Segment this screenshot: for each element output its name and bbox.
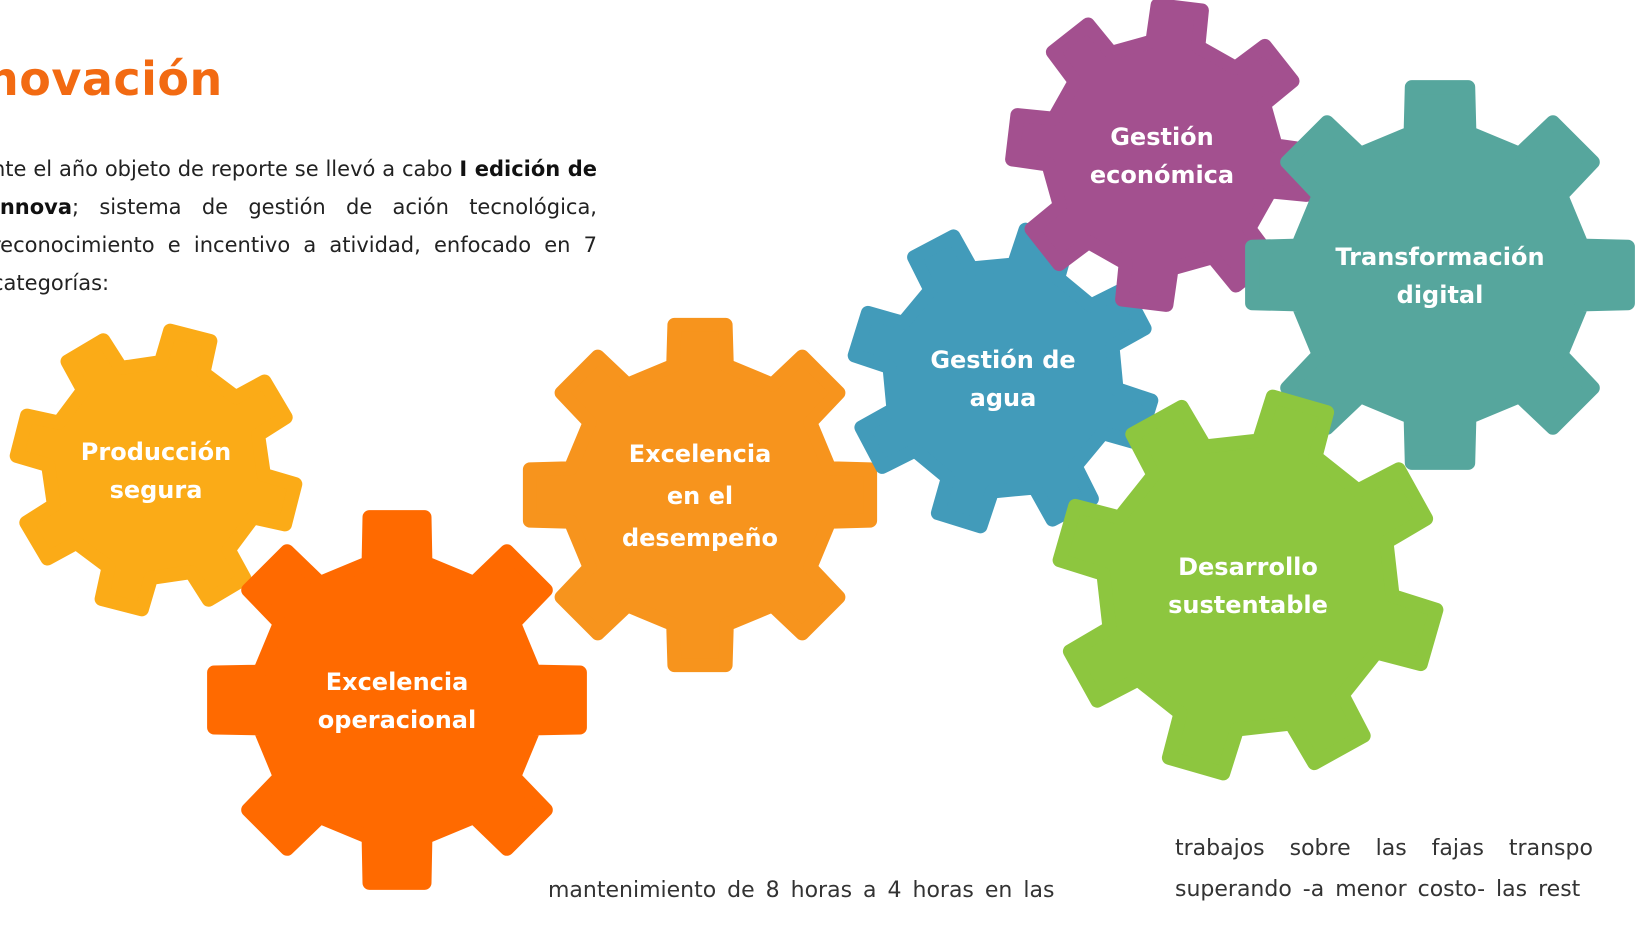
bottom-text-middle: mantenimiento de 8 horas a 4 horas en la…: [548, 878, 1055, 903]
gear-label-line: sustentable: [1168, 591, 1328, 619]
gear-produccion-segura: Producción segura: [9, 323, 303, 617]
gear-label-line: digital: [1397, 281, 1484, 309]
section-title: novación: [0, 52, 223, 106]
gear-label-line: Gestión de: [930, 346, 1075, 374]
gear-shape: [1052, 389, 1444, 781]
gear-desarrollo-sustentable: Desarrollo sustentable: [1052, 389, 1444, 781]
gear-label-line: desempeño: [622, 524, 778, 552]
gear-shape: [522, 317, 878, 673]
gear-label-line: Producción: [81, 438, 231, 466]
gear-gestion-agua: Gestión de agua: [847, 222, 1159, 534]
gear-shape: [847, 222, 1159, 534]
gear-label-line: segura: [110, 476, 203, 504]
gear-label-line: Gestión: [1110, 123, 1214, 151]
gear-label-line: en el: [667, 482, 733, 510]
gear-shape: [9, 323, 303, 617]
intro-paragraph: nte el año objeto de reporte se llevó a …: [0, 150, 597, 302]
gear-excelencia-desempeno: Excelencia en el desempeño: [522, 317, 878, 673]
gear-label-line: Desarrollo: [1178, 553, 1318, 581]
gear-gestion-economica: Gestión económica: [1005, 0, 1319, 312]
gear-label-line: económica: [1090, 161, 1234, 189]
gear-label-line: agua: [970, 384, 1037, 412]
gear-label-line: operacional: [318, 706, 476, 734]
gear-shape: [1245, 80, 1635, 470]
gear-transformacion-digital: Transformación digital: [1245, 80, 1635, 470]
gear-label-line: Excelencia: [629, 440, 772, 468]
intro-text-start: nte el año objeto de reporte se llevó a …: [0, 157, 460, 181]
bottom-text-right-line1: trabajos sobre las fajas transpo: [1175, 836, 1593, 861]
gear-excelencia-operacional: Excelencia operacional: [207, 510, 587, 890]
bottom-text-right-line2: superando -a menor costo- las rest: [1175, 877, 1581, 902]
gear-label-line: Excelencia: [326, 668, 469, 696]
intro-text-end: ; sistema de gestión de ación tecnológic…: [0, 195, 597, 295]
intro-text-bold: I edición de Innova: [0, 157, 597, 219]
gear-shape: [207, 510, 587, 890]
gear-label-line: Transformación: [1335, 243, 1544, 271]
